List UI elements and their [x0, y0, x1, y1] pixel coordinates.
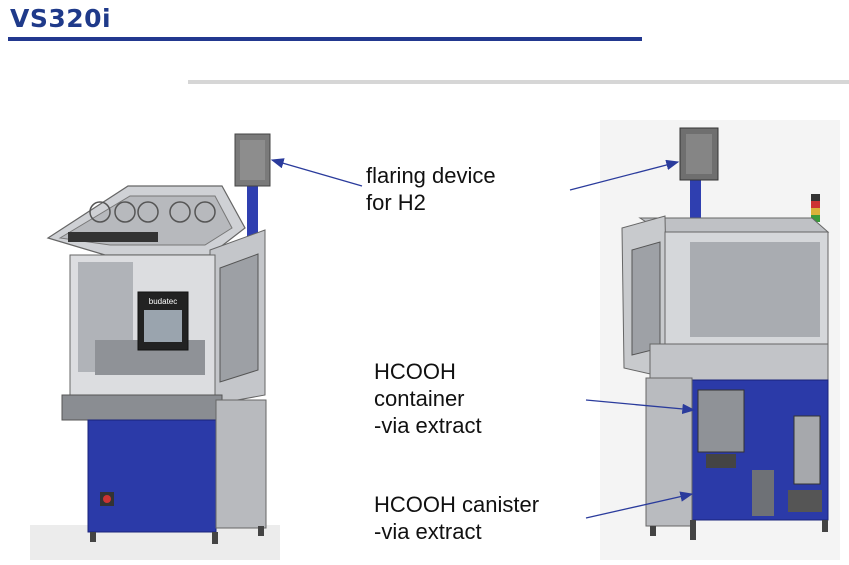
arrow-canister [585, 491, 694, 519]
machine-right [600, 120, 840, 560]
arrow-flaring-left [270, 158, 363, 187]
brand-label: budatec [149, 297, 177, 306]
label-hcooh-canister: HCOOH canister -via extract [374, 492, 540, 544]
grey-divider [188, 80, 849, 84]
title-underline [8, 37, 642, 41]
slide-title: VS320i [10, 4, 112, 33]
machine-left: budatec [30, 133, 280, 560]
label-hcooh-container: HCOOH container -via extract [374, 359, 482, 438]
arrow-container [585, 399, 696, 415]
label-flaring-device: flaring device for H2 [366, 163, 496, 215]
arrow-flaring-right [569, 159, 680, 191]
